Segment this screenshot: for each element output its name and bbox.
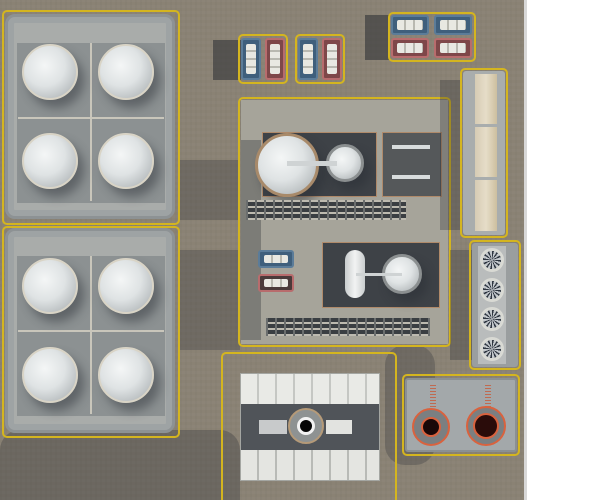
shadow xyxy=(213,40,241,80)
pipe-rack xyxy=(266,318,430,336)
container-group-right-zone[interactable] xyxy=(388,12,476,62)
stack-opening xyxy=(421,417,441,437)
shadow xyxy=(180,160,240,220)
container-red[interactable] xyxy=(322,38,342,80)
duct xyxy=(259,420,287,434)
tank-farm-south-zone[interactable] xyxy=(2,226,180,438)
container-red[interactable] xyxy=(265,38,285,80)
storage-tank[interactable] xyxy=(98,347,154,403)
storage-tank[interactable] xyxy=(98,44,154,100)
pipe-rail xyxy=(90,256,92,414)
tank-farm-south-pad xyxy=(5,228,175,433)
container-red[interactable] xyxy=(391,38,429,58)
container-blue[interactable] xyxy=(241,38,261,80)
shadow xyxy=(0,430,240,500)
fan-icon xyxy=(480,337,504,361)
reactor-vessel[interactable] xyxy=(255,133,319,197)
roof-units xyxy=(241,450,379,480)
equipment-platform xyxy=(382,132,442,197)
skid-blue[interactable] xyxy=(258,250,294,268)
storage-tank[interactable] xyxy=(22,133,78,189)
fan-icon xyxy=(480,307,504,331)
container-red[interactable] xyxy=(434,38,472,58)
chimney-building-zone[interactable] xyxy=(221,352,397,500)
container-blue[interactable] xyxy=(298,38,318,80)
pipe xyxy=(392,145,430,149)
ladder xyxy=(485,384,491,410)
tank-farm-north-pad xyxy=(5,14,175,219)
roof-section xyxy=(475,180,497,231)
storage-tank[interactable] xyxy=(98,133,154,189)
container-group-left-zone[interactable] xyxy=(238,34,288,84)
container-blue[interactable] xyxy=(434,15,472,35)
storage-tank[interactable] xyxy=(98,258,154,314)
pipe xyxy=(287,161,337,166)
container-group-middle-zone[interactable] xyxy=(295,34,345,84)
image-edge xyxy=(524,0,527,500)
container-blue[interactable] xyxy=(391,15,429,35)
storage-tank[interactable] xyxy=(22,258,78,314)
twin-stack-zone[interactable] xyxy=(402,374,520,456)
pipe-rail xyxy=(90,43,92,201)
pipe-rack xyxy=(246,200,406,220)
duct xyxy=(326,420,352,434)
ladder xyxy=(430,384,436,410)
roof-section xyxy=(475,74,497,124)
pipe xyxy=(392,175,430,179)
warehouse-zone[interactable] xyxy=(460,68,508,238)
roof-units xyxy=(241,374,379,404)
shadow xyxy=(440,80,462,230)
fan-icon xyxy=(480,278,504,302)
tank-farm-north-zone[interactable] xyxy=(2,10,180,225)
pipe xyxy=(356,273,402,276)
shadow xyxy=(365,15,390,60)
roof-section xyxy=(475,127,497,177)
process-unit-zone[interactable] xyxy=(238,97,451,347)
shadow xyxy=(450,250,472,360)
shadow xyxy=(180,250,240,350)
stack-opening xyxy=(473,413,499,439)
fan-icon xyxy=(480,248,504,272)
cooling-unit-zone[interactable] xyxy=(469,240,521,370)
storage-tank[interactable] xyxy=(22,347,78,403)
chimney-opening xyxy=(297,417,315,435)
horizontal-drum[interactable] xyxy=(345,250,365,298)
skid-red[interactable] xyxy=(258,274,294,292)
shadow xyxy=(241,140,261,340)
storage-tank[interactable] xyxy=(22,44,78,100)
